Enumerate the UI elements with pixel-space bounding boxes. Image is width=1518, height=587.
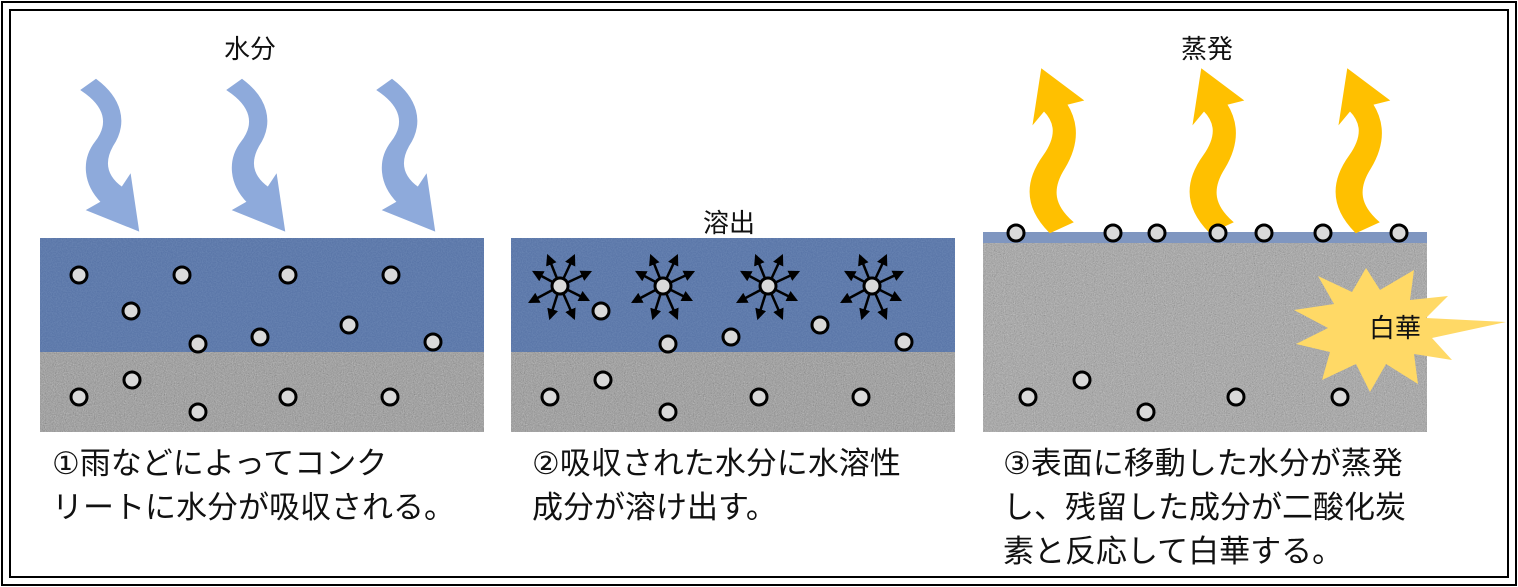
- particles-1: [69, 265, 443, 422]
- caption-line: し、残留した成分が二酸化炭: [1003, 490, 1406, 526]
- inner-frame: [9, 9, 1509, 578]
- caption-line: ②吸収された水分に水溶性: [532, 446, 901, 482]
- evaporation-arrow-icon: [1029, 69, 1083, 233]
- label-moisture: 水分: [224, 35, 277, 65]
- panel-3: [983, 69, 1506, 432]
- caption-1: ①雨などによってコンク リートに水分が吸収される。: [52, 442, 455, 530]
- particles-2: [540, 276, 914, 422]
- label-evaporation: 蒸発: [1181, 35, 1234, 65]
- evaporation-arrow-icon: [1335, 69, 1389, 233]
- label-efflorescence: 白華: [1369, 314, 1422, 344]
- panel-1: [40, 79, 484, 432]
- panel-2: [511, 238, 955, 432]
- water-arrow-icon: [377, 79, 435, 231]
- water-arrow-icon: [81, 79, 139, 231]
- caption-3: ③表面に移動した水分が蒸発 し、残留した成分が二酸化炭 素と反応して白華する。: [1003, 442, 1406, 574]
- caption-line: 成分が溶け出す。: [532, 490, 777, 526]
- caption-line: ①雨などによってコンク: [52, 446, 388, 482]
- caption-2: ②吸収された水分に水溶性 成分が溶け出す。: [532, 442, 901, 530]
- surface-water-film: [983, 232, 1427, 243]
- caption-line: リートに水分が吸収される。: [52, 490, 455, 526]
- caption-line: 素と反応して白華する。: [1003, 534, 1344, 570]
- label-dissolution: 溶出: [703, 209, 756, 239]
- water-arrow-icon: [227, 79, 285, 231]
- particles-3: [1006, 223, 1409, 422]
- caption-line: ③表面に移動した水分が蒸発: [1003, 446, 1403, 482]
- evaporation-arrow-icon: [1189, 69, 1243, 233]
- efflorescence-burst: [1294, 268, 1506, 392]
